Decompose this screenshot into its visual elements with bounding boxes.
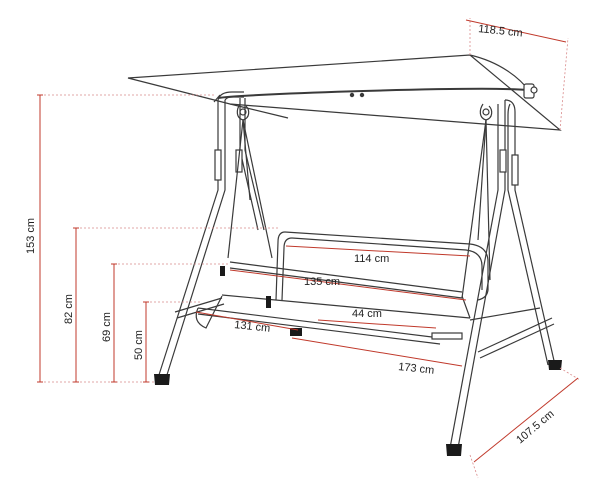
dim-line-131 [195,311,299,331]
dim-line-114 [285,245,471,257]
label-canopy-depth: 118.5 cm [478,23,523,40]
feet [154,266,562,456]
dim-line-107-5 [473,377,579,463]
canopy [127,54,562,131]
left-a-frame [157,91,265,379]
seat [195,103,493,345]
chain-clip-left [220,266,225,276]
foot-front-right [446,444,462,456]
label-armrest-height: 69 cm [101,312,113,342]
label-backrest-width: 114 cm [354,253,389,265]
label-base-depth: 107.5 cm [514,408,556,446]
dim-line-173 [291,337,463,367]
label-seat-height: 50 cm [133,330,145,360]
label-outer-base-width: 173 cm [398,361,435,377]
dim-line-135 [229,269,467,301]
label-backrest-height: 82 cm [63,294,75,324]
foot-front-left [154,374,170,385]
foot-back-right [548,360,562,370]
dim-line-118-5 [465,19,567,43]
label-inner-base-width: 131 cm [234,319,271,335]
label-total-height: 153 cm [25,218,37,254]
dim-line-44 [317,319,437,329]
right-a-frame [449,99,556,449]
dimension-guides [44,18,581,479]
dimension-lines [37,19,579,463]
label-seat-width: 135 cm [304,276,340,288]
chain-clip-mid [266,296,271,308]
foot-seat-left [290,328,302,336]
label-seat-depth: 44 cm [352,308,382,320]
